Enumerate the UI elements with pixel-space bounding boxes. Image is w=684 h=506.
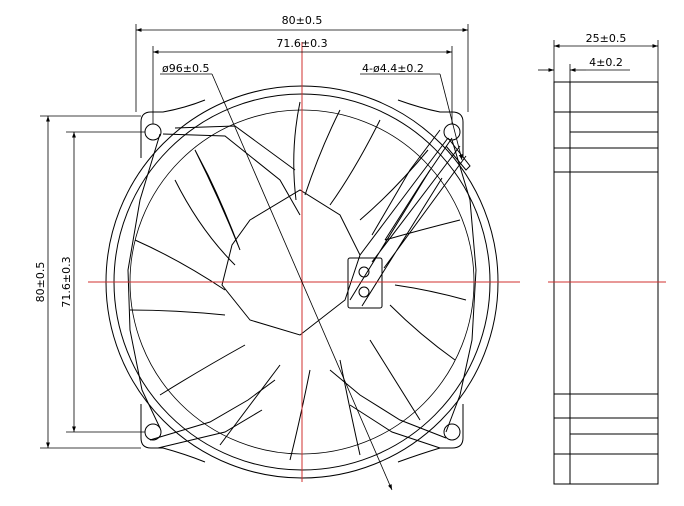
wire-channel — [349, 137, 471, 307]
dim-thickness: 25±0.5 — [586, 32, 627, 45]
dim-hole-spacing-width: 71.6±0.3 — [276, 37, 327, 50]
mounting-hole-br — [443, 423, 461, 441]
terminal-block — [347, 257, 383, 309]
fan-blades — [129, 101, 467, 461]
dim-mounting-holes: 4-ø4.4±0.2 — [362, 62, 424, 75]
dim-overall-height: 80±0.5 — [34, 262, 47, 303]
diameter-leader — [211, 73, 393, 491]
dim-flange-thickness: 4±0.2 — [589, 56, 623, 69]
front-dimensions: 80±0.5 71.6±0.3 ø96±0.5 4-ø4.4±0.2 80±0.… — [34, 14, 469, 449]
hub — [221, 189, 361, 336]
dim-diameter: ø96±0.5 — [162, 62, 209, 75]
dim-hole-spacing-height: 71.6±0.3 — [60, 256, 73, 307]
front-view — [88, 42, 520, 491]
side-view — [548, 81, 666, 485]
mounting-hole-tr — [443, 123, 461, 141]
side-body — [553, 81, 659, 485]
spokes — [127, 125, 477, 449]
mounting-hole-tl — [144, 123, 162, 141]
dim-overall-width: 80±0.5 — [282, 14, 323, 27]
side-dimensions: 25±0.5 4±0.2 — [538, 32, 659, 82]
mounting-hole-bl — [144, 423, 162, 441]
hole-leader — [439, 73, 463, 161]
